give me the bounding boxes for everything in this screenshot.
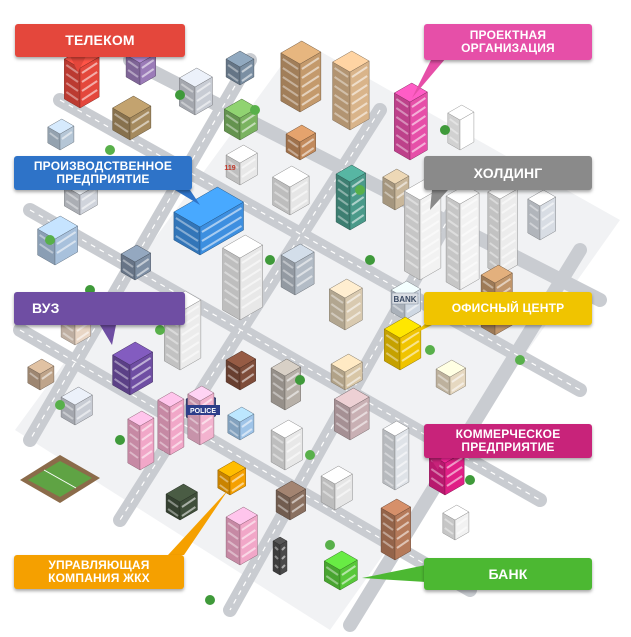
building-kiosk [225,50,255,86]
tree [355,185,365,195]
tree [425,345,435,355]
building-pink-1 [127,410,155,471]
building-round-tower [280,40,322,113]
building-white-block [447,104,475,151]
building-management-company [217,460,247,496]
building-hotel [332,50,370,131]
building-holding-2 [445,184,480,291]
label-industrial-enterprise[interactable]: ПРОИЗВОДСТВЕННОЕ ПРЕДПРИЯТИЕ [14,156,192,190]
building-teal-tower [335,164,367,231]
building-white-3 [320,465,353,511]
label-management-company[interactable]: УПРАВЛЯЮЩАЯ КОМПАНИЯ ЖКХ [14,555,184,589]
building-hospital [37,215,79,266]
building-industrial-enterprise [173,186,245,256]
tree [105,145,115,155]
stadium [20,455,100,503]
tree [250,105,260,115]
building-white-office [272,165,310,216]
building-shop [225,144,258,186]
building-white-2 [270,419,303,471]
tree [365,255,375,265]
building-needle [382,420,410,491]
building-gray [120,244,152,281]
label-project-organization[interactable]: ПРОЕКТНАЯ ОРГАНИЗАЦИЯ [424,24,592,60]
building-blue-box [227,406,255,441]
pointer-telecom [70,56,86,72]
tree [115,435,125,445]
building-mauve [333,387,370,441]
building-cottage [285,124,317,161]
building-holding-annex [527,189,557,241]
tree [55,400,65,410]
tree [205,595,215,605]
building-gray-tall [270,358,302,411]
label-holding[interactable]: ХОЛДИНГ [424,156,592,190]
tree [305,450,315,460]
police-sign: POLICE [186,405,220,415]
building-garage [60,386,93,426]
tree [175,90,185,100]
building-bank [323,550,358,591]
building-warehouse [112,95,152,141]
building-brick [225,350,257,391]
pointer-project [412,58,446,98]
building-university [112,341,154,396]
building-cafe [330,353,363,391]
building-project-organization [393,82,428,161]
building-pink-4 [225,506,258,566]
pointer-university [100,325,116,345]
trees [25,90,525,605]
tree [295,375,305,385]
bank-sign: BANK [391,292,419,305]
building-brown-house [275,480,307,521]
building-water-tower [272,536,288,576]
tree [265,255,275,265]
building-house-2 [27,358,55,391]
label-commercial-enterprise[interactable]: КОММЕРЧЕСКОЕ ПРЕДПРИЯТИЕ [424,424,592,458]
building-chapel [165,483,198,521]
police-sign-text: POLICE [190,408,216,415]
building-office [178,67,213,116]
tree [465,475,475,485]
tree [45,235,55,245]
tree [155,325,165,335]
tree [325,540,335,550]
building-stone [328,278,363,331]
pointer-industrial [175,190,200,205]
building-pink-3 [187,385,215,446]
building-pink-2 [157,391,185,456]
label-telecom[interactable]: ТЕЛЕКОМ [15,24,185,57]
label-bank[interactable]: БАНК [424,558,592,590]
pointer-management [168,490,228,555]
tree [515,355,525,365]
building-factory [280,243,315,296]
label-office-center[interactable]: ОФИСНЫЙ ЦЕНТР [424,292,592,325]
pointer-bank [362,565,426,582]
shop-sign: 119 [224,165,235,172]
building-white-4 [442,504,470,541]
bank-sign-text: BANK [393,295,416,304]
building-small [47,118,75,151]
building-office-center [383,316,422,371]
label-university[interactable]: ВУЗ [14,292,185,325]
building-brick-tower [380,498,412,561]
tree [440,125,450,135]
shop-sign-text: 119 [224,165,235,172]
building-shop-2 [435,359,467,396]
building-house [125,45,157,86]
building-green-roof [223,98,258,141]
pointer-holding [430,190,448,210]
building-holding-3 [487,181,518,276]
building-tall-white [222,234,264,321]
